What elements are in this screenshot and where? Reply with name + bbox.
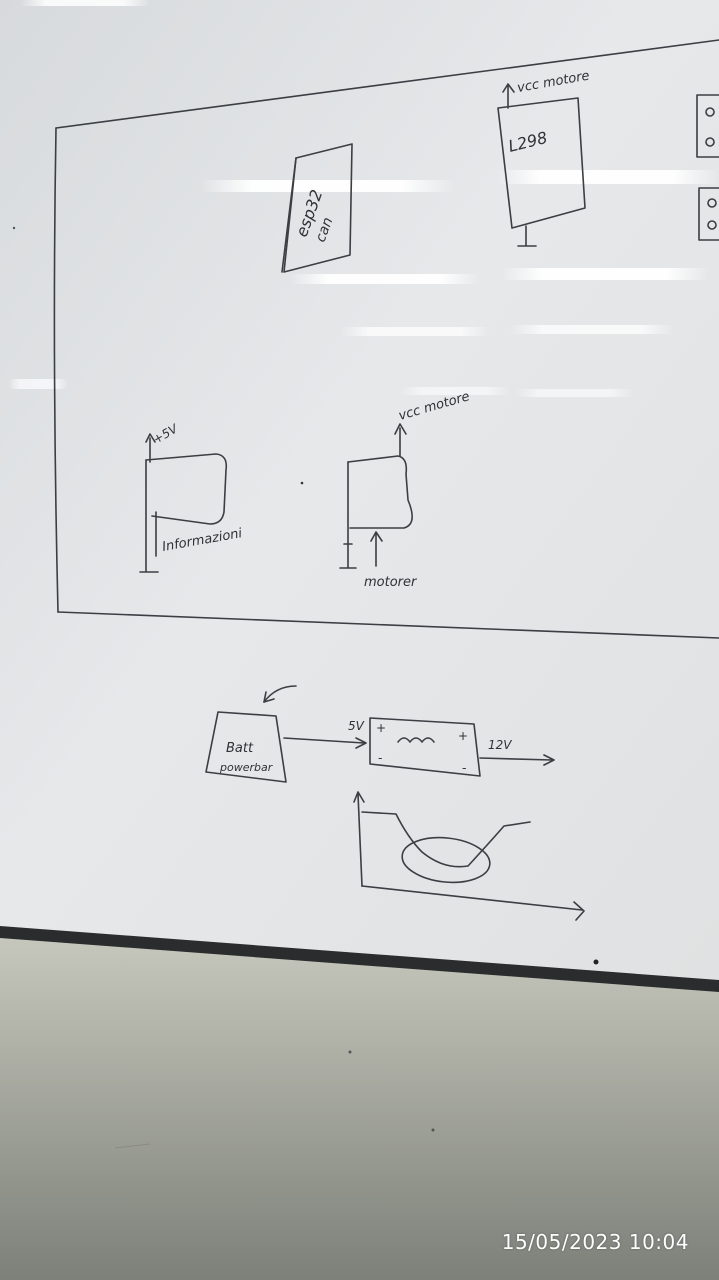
l298-module (497, 83, 586, 247)
converter-minus-in: - (378, 751, 382, 765)
right-edge-component (696, 94, 719, 241)
whiteboard: esp32 can L298 vcc motore (0, 0, 719, 992)
esp32-module (281, 143, 353, 273)
converter-out-label: 12V (488, 738, 512, 752)
converter-plus-in: + (376, 721, 386, 735)
converter-minus-out: - (462, 761, 466, 775)
motor-module (339, 423, 413, 569)
boost-converter (369, 717, 555, 777)
sensor-module (139, 433, 228, 573)
motor-label: motorer (364, 575, 418, 590)
graph-sketch (353, 791, 585, 921)
powerbank-label-1: Batt (226, 741, 254, 756)
converter-in-label: 5V (348, 719, 365, 733)
floor-graphic (0, 930, 719, 1280)
photo-timestamp: 15/05/2023 10:04 (501, 1230, 689, 1254)
powerbank (205, 685, 367, 783)
floor-area (0, 930, 719, 1280)
powerbank-label-2: powerbar (219, 761, 274, 774)
converter-plus-out: + (458, 729, 468, 743)
whiteboard-drawing: esp32 can L298 vcc motore (0, 0, 719, 992)
